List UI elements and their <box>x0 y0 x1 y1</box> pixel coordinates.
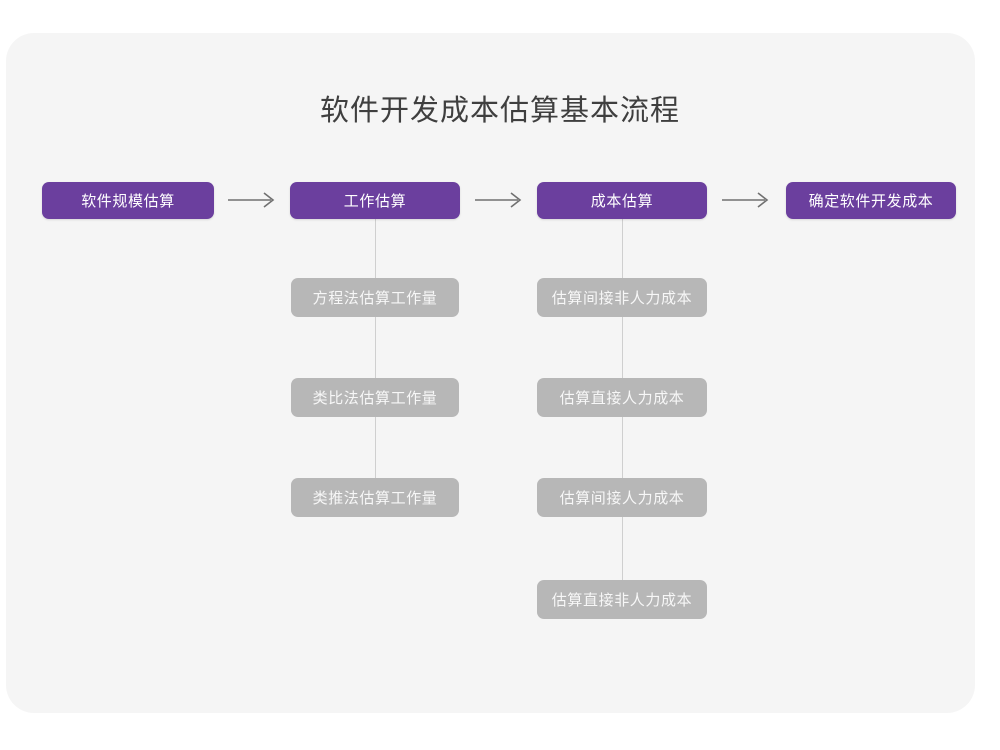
branch-node-indirect-nonlabor-cost[interactable]: 估算间接非人力成本 <box>537 278 707 317</box>
branch-node-direct-labor-cost[interactable]: 估算直接人力成本 <box>537 378 707 417</box>
connector-line-left-col <box>375 218 376 480</box>
page-title: 软件开发成本估算基本流程 <box>319 95 680 127</box>
branch-node-inference-method-effort[interactable]: 类推法估算工作量 <box>291 478 459 517</box>
diagram-card <box>6 33 975 713</box>
flow-arrow-3 <box>719 188 775 212</box>
branch-node-indirect-labor-cost[interactable]: 估算间接人力成本 <box>537 478 707 517</box>
flow-node-determine-dev-cost[interactable]: 确定软件开发成本 <box>786 182 956 219</box>
flow-node-software-scale-estimation[interactable]: 软件规模估算 <box>42 182 214 219</box>
branch-node-equation-method-effort[interactable]: 方程法估算工作量 <box>291 278 459 317</box>
branch-node-analogy-method-effort[interactable]: 类比法估算工作量 <box>291 378 459 417</box>
flow-arrow-1 <box>225 188 281 212</box>
flow-node-work-estimation[interactable]: 工作估算 <box>290 182 460 219</box>
branch-node-direct-nonlabor-cost[interactable]: 估算直接非人力成本 <box>537 580 707 619</box>
flow-arrow-2 <box>472 188 528 212</box>
flow-node-cost-estimation[interactable]: 成本估算 <box>537 182 707 219</box>
